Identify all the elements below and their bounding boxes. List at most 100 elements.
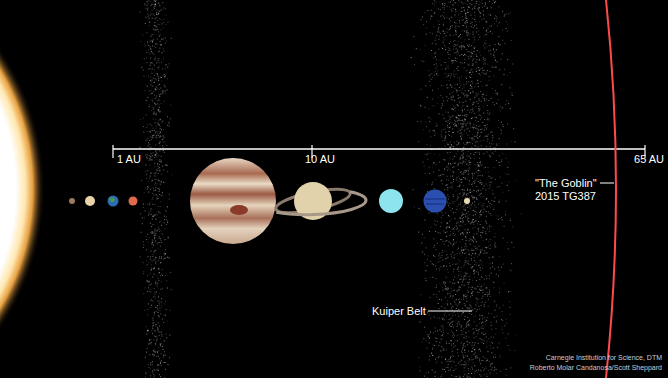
belt-dot [488, 172, 489, 173]
belt-dot [465, 23, 466, 24]
belt-dot [156, 152, 157, 153]
belt-dot [466, 252, 467, 253]
belt-dot [487, 117, 488, 118]
belt-dot [483, 356, 484, 357]
belt-dot [152, 364, 153, 365]
belt-dot [474, 337, 475, 338]
belt-dot [169, 257, 170, 258]
belt-dot [453, 5, 454, 6]
belt-dot [474, 8, 475, 9]
belt-dot [466, 15, 467, 17]
belt-dot [445, 68, 446, 69]
belt-dot [496, 306, 497, 307]
belt-dot [161, 242, 162, 243]
belt-dot [153, 14, 154, 15]
belt-dot [488, 201, 489, 202]
belt-dot [466, 326, 467, 327]
belt-dot [159, 191, 160, 192]
belt-dot [470, 23, 471, 24]
belt-dot [154, 370, 155, 371]
belt-dot [505, 211, 506, 212]
belt-dot [160, 77, 161, 78]
belt-dot [167, 321, 168, 322]
belt-dot [159, 112, 160, 113]
belt-dot [490, 132, 491, 133]
belt-dot [461, 38, 462, 39]
belt-dot [472, 240, 473, 241]
belt-dot [482, 302, 483, 303]
belt-dot [159, 305, 160, 306]
belt-dot [468, 170, 469, 171]
belt-dot [148, 3, 149, 4]
belt-dot [485, 199, 486, 200]
belt-dot [162, 139, 163, 140]
belt-dot [466, 32, 467, 33]
belt-dot [152, 53, 153, 54]
belt-dot [443, 350, 444, 351]
belt-dot [144, 310, 145, 311]
belt-dot [162, 318, 163, 319]
belt-dot [161, 230, 162, 231]
belt-dot [150, 123, 151, 124]
belt-dot [462, 109, 463, 110]
belt-dot [157, 39, 158, 40]
belt-dot [467, 307, 468, 308]
belt-dot [165, 91, 166, 92]
belt-dot [155, 4, 156, 5]
belt-dot [165, 43, 166, 44]
belt-dot [161, 281, 162, 282]
belt-dot [152, 34, 153, 35]
belt-dot [438, 357, 439, 358]
belt-dot [152, 107, 153, 108]
belt-dot [463, 239, 464, 240]
belt-dot [457, 194, 458, 195]
belt-dot [450, 169, 451, 170]
belt-dot [494, 268, 495, 269]
belt-dot [154, 70, 155, 71]
belt-dot [462, 16, 463, 17]
belt-dot [160, 141, 161, 142]
belt-dot [159, 194, 160, 195]
belt-dot [163, 357, 164, 358]
belt-dot [159, 332, 160, 333]
belt-dot [441, 132, 442, 133]
belt-dot [158, 227, 159, 228]
belt-dot [461, 342, 462, 343]
belt-dot [151, 267, 152, 268]
belt-dot [464, 374, 465, 375]
belt-dot [461, 200, 462, 201]
belt-dot [156, 73, 157, 74]
belt-dot [153, 254, 154, 255]
belt-dot [158, 51, 159, 52]
belt-dot [463, 7, 464, 8]
belt-dot [444, 265, 445, 266]
belt-texture [140, 0, 522, 378]
belt-dot [458, 181, 459, 182]
belt-dot [429, 75, 430, 76]
belt-dot [452, 129, 453, 130]
belt-dot [157, 283, 158, 284]
belt-dot [466, 26, 467, 27]
belt-dot [150, 132, 151, 133]
belt-dot [479, 74, 480, 75]
belt-dot [159, 187, 160, 188]
belt-dot [469, 55, 470, 56]
belt-dot [143, 244, 144, 245]
belt-dot [159, 272, 160, 273]
belt-dot [474, 37, 475, 38]
belt-dot [153, 39, 154, 40]
belt-dot [484, 100, 485, 101]
belt-dot [449, 241, 450, 242]
belt-dot [161, 195, 162, 196]
belt-dot [148, 16, 149, 17]
belt-dot [450, 41, 451, 42]
belt-dot [151, 147, 152, 148]
belt-dot [158, 100, 159, 101]
belt-dot [153, 224, 154, 225]
belt-dot [155, 151, 156, 152]
belt-dot [480, 161, 481, 162]
belt-dot [154, 292, 155, 293]
belt-dot [162, 2, 163, 3]
belt-dot [157, 244, 158, 245]
belt-dot [160, 338, 161, 339]
